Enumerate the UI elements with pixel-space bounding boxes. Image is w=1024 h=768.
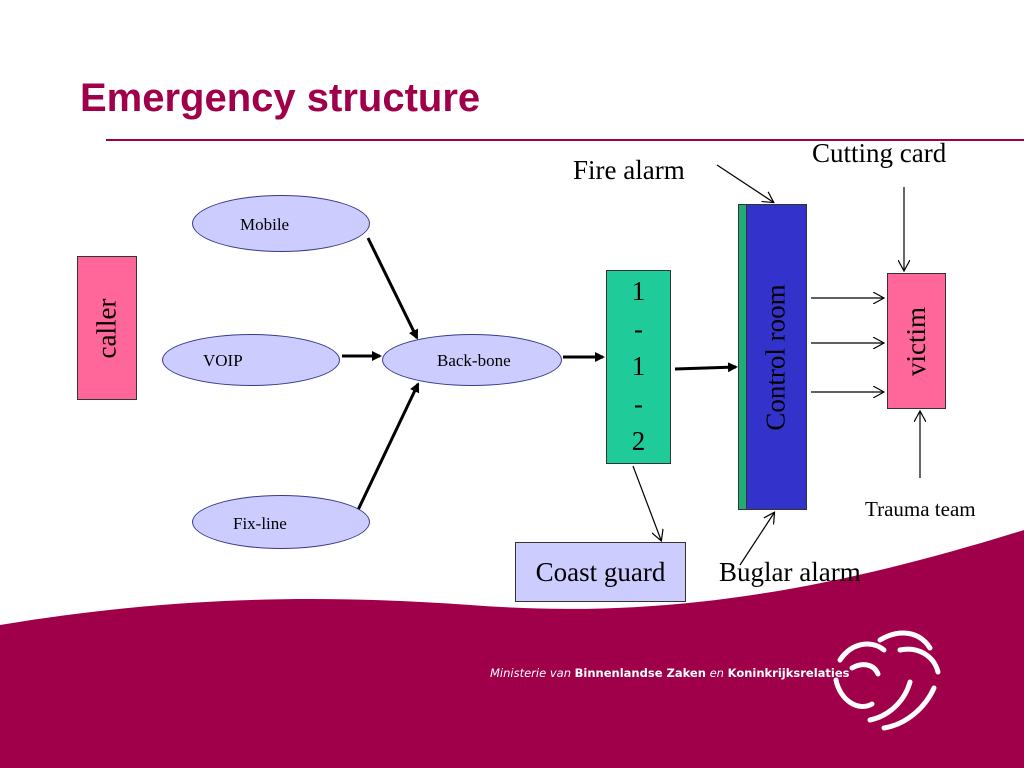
number-dash-1: - xyxy=(634,314,643,344)
lion-logo-icon xyxy=(833,630,941,731)
ministry-en: en xyxy=(709,666,724,680)
fixline-label: Fix-line xyxy=(233,514,287,533)
arrow-fixline-backbone xyxy=(356,382,420,511)
page-title: Emergency structure xyxy=(80,76,481,120)
ministry-van: van xyxy=(549,666,571,680)
caller-box: caller xyxy=(77,256,137,400)
trauma-team-label: Trauma team xyxy=(865,497,976,521)
control-room-label: Control room xyxy=(761,283,791,431)
caller-label: caller xyxy=(91,298,122,358)
title-divider xyxy=(106,139,1024,141)
fixline-node: Fix-line xyxy=(192,495,370,549)
ministry-wordmark: Ministerie van Binnenlandse Zaken en Kon… xyxy=(490,666,850,680)
burglar-alarm-label: Buglar alarm xyxy=(719,557,861,587)
arrow-coast-guard xyxy=(632,465,661,540)
control-room-box: Control room xyxy=(746,204,807,510)
emergency-number-box: 1 - 1 - 2 xyxy=(606,270,671,464)
number-digit-3: 2 xyxy=(631,426,646,456)
number-dash-2: - xyxy=(634,389,643,419)
cutting-card-label: Cutting card xyxy=(812,138,947,168)
ministry-name-1: Binnenlandse Zaken xyxy=(574,666,706,680)
voip-node: VOIP xyxy=(162,334,340,386)
ministry-prefix: Ministerie xyxy=(490,666,547,680)
victim-label: victim xyxy=(901,306,931,376)
ministry-name-2: Koninkrijksrelaties xyxy=(727,666,850,680)
arrow-number-control xyxy=(674,362,738,373)
mobile-label: Mobile xyxy=(240,215,290,234)
arrow-fire-alarm xyxy=(716,164,773,202)
fire-alarm-label: Fire alarm xyxy=(573,155,685,185)
backbone-node: Back-bone xyxy=(382,334,562,386)
coast-guard-box: Coast guard xyxy=(515,542,686,602)
voip-label: VOIP xyxy=(203,351,243,370)
victim-box: victim xyxy=(887,273,946,409)
number-digit-1: 1 xyxy=(631,276,646,306)
mobile-node: Mobile xyxy=(192,195,370,252)
arrow-burglar-alarm xyxy=(739,513,774,566)
coast-guard-label: Coast guard xyxy=(535,556,666,587)
arrow-mobile-backbone xyxy=(366,237,419,340)
number-digit-2: 1 xyxy=(631,351,646,381)
backbone-label: Back-bone xyxy=(437,351,511,370)
